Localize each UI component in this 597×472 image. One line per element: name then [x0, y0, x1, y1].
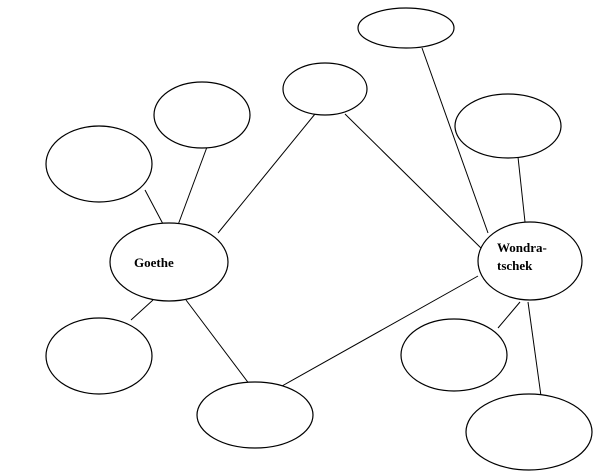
- node-wondra-upper-right: [454, 93, 562, 159]
- edge-wondratschek-to-top-node: [421, 47, 489, 234]
- connector-lines: [130, 47, 542, 397]
- diagram-nodes: Goethe Wondra- tschek: [45, 7, 593, 471]
- node-wondra-top: [357, 7, 455, 49]
- edge-wondratschek-to-bottom-right-node: [527, 301, 542, 397]
- node-goethe-top-left: [45, 125, 153, 203]
- node-wondratschek: Wondra- tschek: [477, 221, 583, 301]
- edge-bottom-center-to-wondratschek: [281, 275, 479, 387]
- wondratschek-label-line1: Wondra-: [497, 240, 547, 255]
- edge-goethe-to-bottom-center-node: [185, 299, 251, 386]
- edge-goethe-to-top-left-node: [144, 189, 164, 225]
- edge-goethe-to-top-node: [177, 146, 208, 226]
- wondratschek-label-line2: tschek: [497, 258, 533, 273]
- edge-wondratschek-to-lower-left-node: [497, 301, 521, 329]
- edge-goethe-to-bottom-left-node: [130, 299, 154, 321]
- node-center-top: [282, 62, 368, 116]
- goethe-label: Goethe: [134, 255, 174, 270]
- edge-goethe-to-center-top-node: [217, 113, 316, 234]
- node-goethe-bottom-left: [45, 317, 153, 395]
- node-goethe-top: [153, 81, 251, 149]
- node-wondratschek-shape: [477, 221, 583, 301]
- node-goethe-shape: [109, 222, 229, 302]
- node-wondra-lower-left: [400, 318, 508, 392]
- node-goethe: Goethe: [109, 222, 229, 302]
- edge-center-top-to-wondratschek: [344, 113, 487, 254]
- node-wondra-bottom-right: [465, 393, 593, 471]
- edge-wondratschek-to-upper-right-node: [517, 156, 526, 223]
- node-bottom-center: [196, 381, 314, 449]
